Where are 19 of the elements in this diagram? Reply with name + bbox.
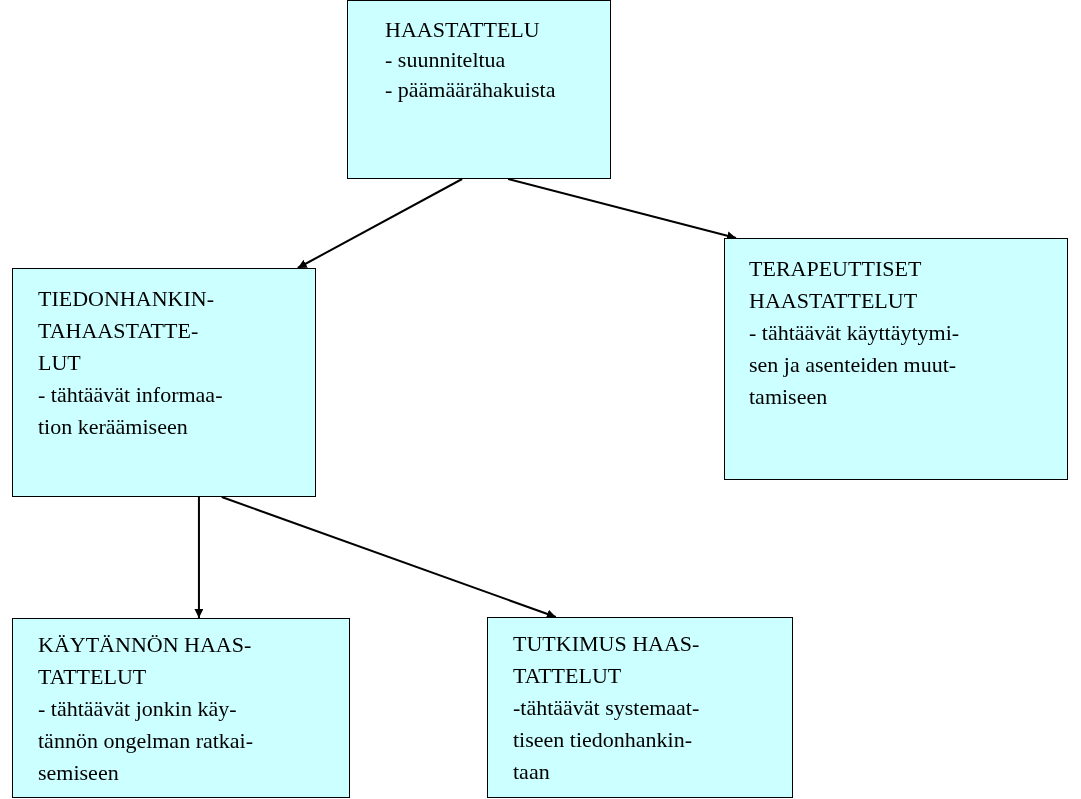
- process-box: [724, 238, 1068, 480]
- arrow: [194, 496, 204, 619]
- box-text: -tähtäävät systemaat- tiseen tiedonhankin- taan: [513, 694, 701, 786]
- process-box: [487, 617, 793, 798]
- process-box: [12, 268, 316, 497]
- arrow: [220, 496, 557, 619]
- box-text: - tähtäävät informaa- tion keräämiseen: [38, 381, 224, 441]
- box-text: - suunniteltua: [385, 46, 507, 74]
- box-heading: TERAPEUTTISET HAASTATTELUT: [749, 255, 922, 315]
- box-heading: HAASTATTELU: [385, 16, 541, 44]
- process-box: [12, 618, 350, 798]
- process-box: [347, 0, 611, 179]
- box-text: - tähtäävät jonkin käy- tännön ongelman ratkai- semiseen: [38, 695, 255, 787]
- box-text: - päämäärähakuista: [385, 76, 557, 104]
- box-text: - tähtäävät käyttäytymi- sen ja asenteiden muut- tamiseen: [749, 319, 961, 411]
- box-heading: KÄYTÄNNÖN HAAS- TATTELUT: [38, 631, 253, 691]
- box-heading: TIEDONHANKIN- TAHAASTATTE- LUT: [38, 285, 215, 377]
- arrow: [296, 178, 464, 269]
- box-heading: TUTKIMUS HAAS- TATTELUT: [513, 630, 701, 690]
